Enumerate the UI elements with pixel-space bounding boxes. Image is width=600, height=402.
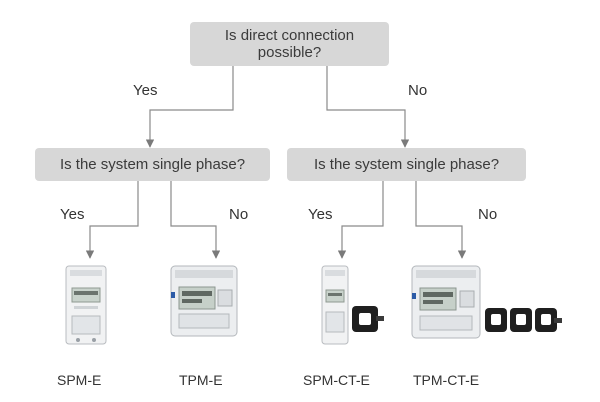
left-yes-label: Yes [60, 206, 85, 223]
tpm-ct-e-device-image [411, 265, 562, 339]
tpm-e-device-image [170, 265, 238, 337]
right-yes-label: Yes [308, 206, 333, 223]
root-yes-label: Yes [133, 82, 158, 99]
left-no-label: No [229, 206, 249, 223]
connector-right-yes [337, 181, 384, 259]
root-question-box: Is direct connection possible? [190, 22, 389, 66]
connector-root-yes [145, 66, 234, 148]
connector-left-no [170, 181, 221, 259]
connector-left-yes [85, 181, 139, 259]
product-label-spm-e: SPM-E [57, 372, 102, 388]
product-label-tpm-ct-e: TPM-CT-E [413, 372, 480, 388]
spm-e-device-image [65, 265, 107, 345]
product-label-tpm-e: TPM-E [179, 372, 223, 388]
right-no-label: No [478, 206, 498, 223]
root-no-label: No [408, 82, 428, 99]
root-question-text: Is direct connection possible? [224, 27, 355, 61]
left-question-text: Is the system single phase? [59, 156, 246, 173]
right-question-box: Is the system single phase? [287, 148, 526, 181]
connector-root-no [326, 66, 410, 148]
right-question-text: Is the system single phase? [313, 156, 500, 173]
left-question-box: Is the system single phase? [35, 148, 270, 181]
spm-ct-e-device-image [321, 265, 384, 345]
product-label-spm-ct-e: SPM-CT-E [303, 372, 370, 388]
connector-right-no [415, 181, 467, 259]
